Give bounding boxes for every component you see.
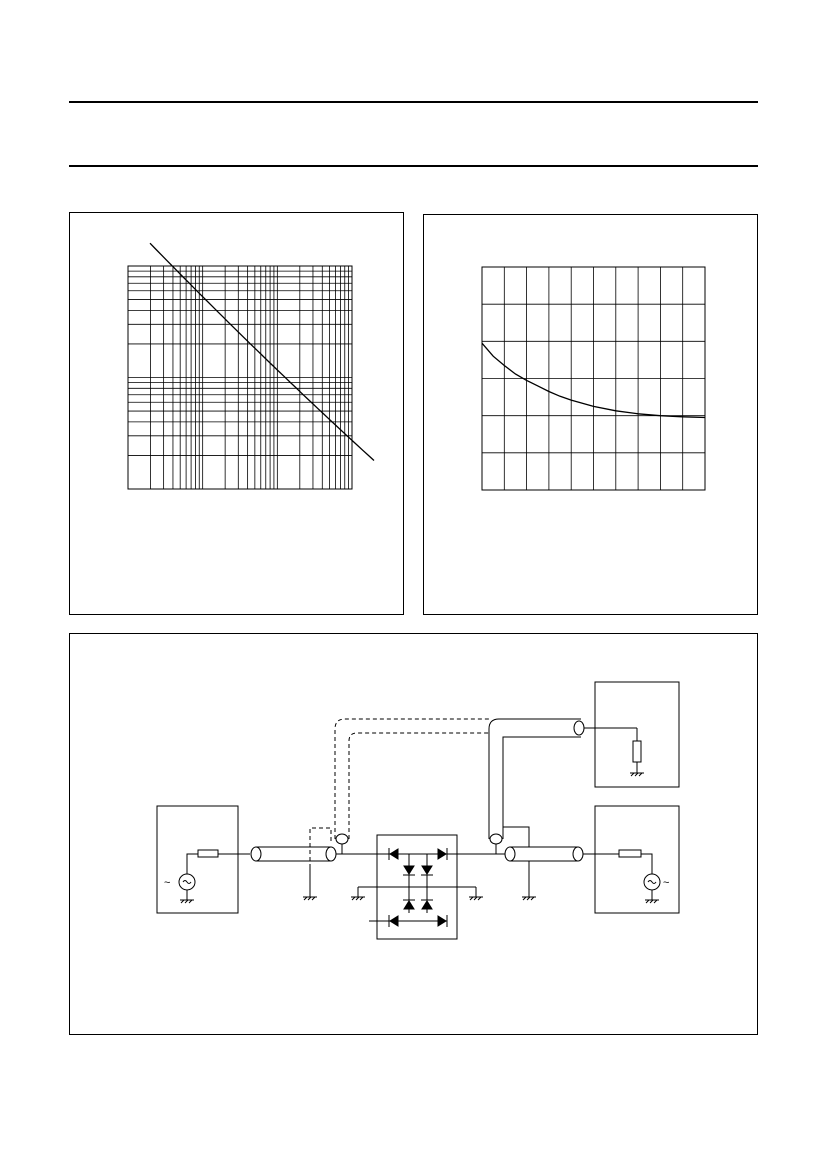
ground-icon: [303, 868, 317, 900]
test-circuit-diagram: ~: [70, 634, 759, 1036]
diode-icon: [437, 915, 447, 927]
chart-series-line: [150, 243, 374, 460]
ac-source-icon: ~: [164, 854, 198, 900]
svg-text:~: ~: [663, 877, 669, 889]
log-log-chart: [70, 213, 405, 616]
resistor-icon: [633, 741, 641, 762]
header-bottom-rule: [69, 165, 758, 167]
ground-icon: [645, 900, 659, 903]
ground-icon: [630, 773, 644, 776]
alt-coax-path-dashed: [310, 719, 491, 868]
diode-icon: [403, 865, 415, 875]
diode-icon: [421, 865, 433, 875]
ground-icon: [522, 861, 536, 900]
ground-icon: [351, 887, 365, 900]
chart-series-line: [482, 343, 705, 417]
diode-icon: [421, 900, 433, 910]
coax-cable-icon: [335, 833, 349, 845]
ground-icon: [180, 900, 194, 903]
diode-icon: [389, 915, 399, 927]
generator-box: [157, 806, 238, 913]
header-top-rule: [69, 101, 758, 103]
linear-chart: [424, 215, 759, 616]
coax-cable-icon: [250, 846, 387, 862]
coax-cable-icon: [504, 846, 619, 862]
ground-icon: [469, 887, 483, 900]
resistor-icon: [198, 850, 218, 857]
diode-icon: [403, 900, 415, 910]
detector-box: [595, 682, 679, 787]
svg-text:~: ~: [164, 877, 170, 889]
resistor-icon: [619, 850, 641, 857]
circuit-panel: ~: [69, 633, 758, 1035]
coax-cable-icon: [489, 719, 637, 854]
generator-box: [595, 806, 679, 913]
figure-left-panel: [69, 212, 404, 615]
chart-grid: [128, 266, 352, 489]
diode-icon: [437, 848, 447, 860]
diode-icon: [389, 848, 399, 860]
ac-source-icon: ~: [644, 874, 669, 900]
figure-right-panel: [423, 214, 758, 615]
chart-grid: [482, 267, 705, 490]
